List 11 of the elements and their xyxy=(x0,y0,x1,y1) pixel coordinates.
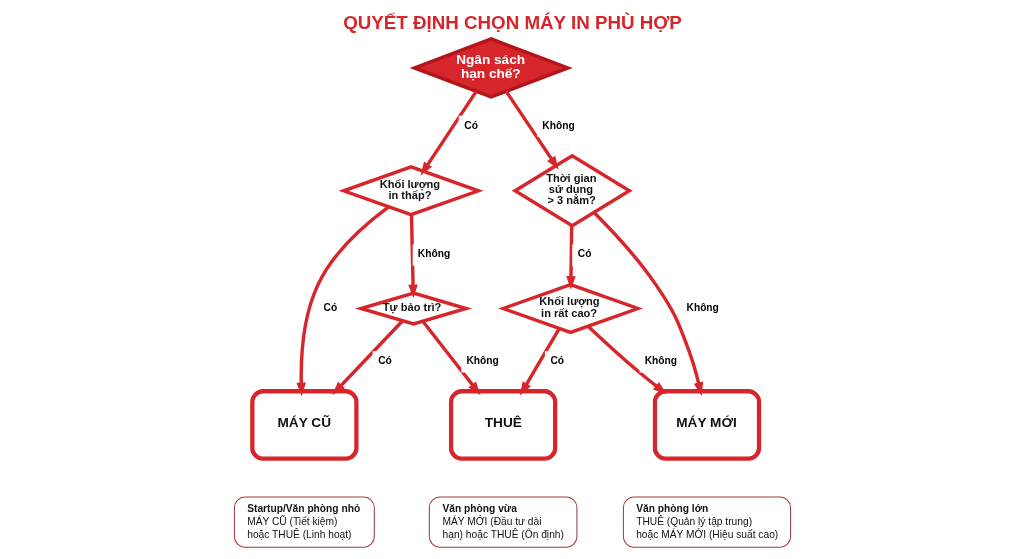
edge-label: Không xyxy=(686,301,719,313)
edge-label: Không xyxy=(644,355,677,367)
edge-label: Có xyxy=(377,355,392,367)
edge-label: Có xyxy=(463,119,478,131)
edge-label: Không xyxy=(541,119,575,131)
edge-label: Có xyxy=(577,248,591,260)
diagram-title: QUYẾT ĐỊNH CHỌN MÁY IN PHÙ HỢP xyxy=(342,12,682,34)
edge-label: Không xyxy=(465,355,499,367)
edge-label: Có xyxy=(323,301,337,313)
edge-label: Có xyxy=(549,355,564,367)
edge-label: Không xyxy=(417,248,450,260)
